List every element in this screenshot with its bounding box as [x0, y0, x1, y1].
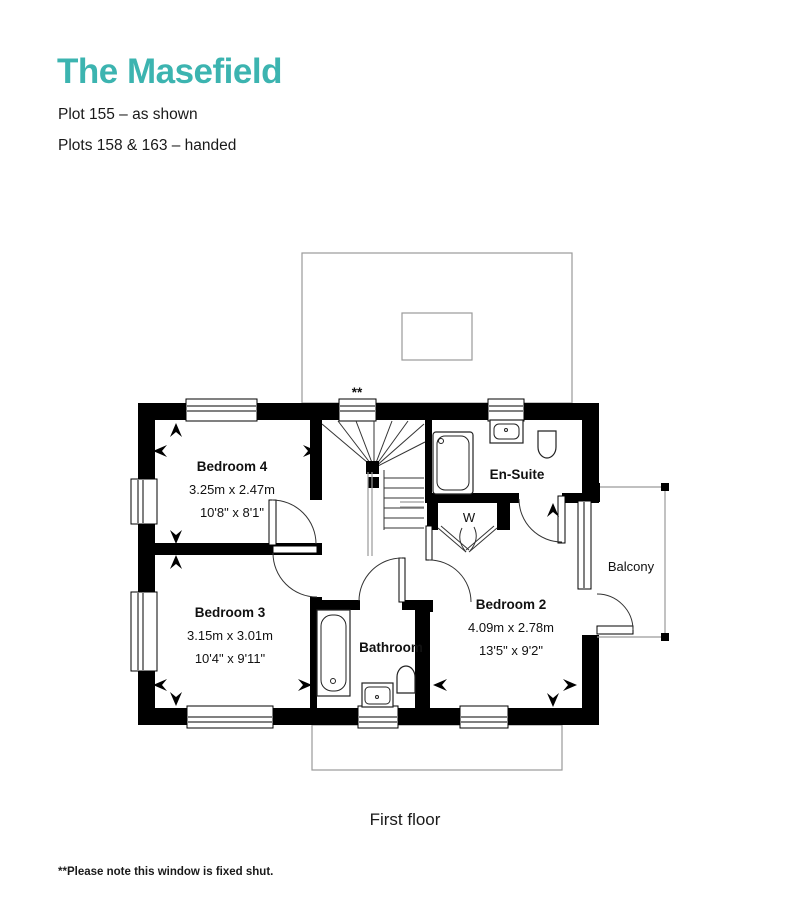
fixed-window-marker: ** [352, 385, 363, 400]
floor-name-label: First floor [369, 810, 441, 829]
balcony-label: Balcony [608, 559, 655, 574]
lower-floor-outline [311, 724, 563, 771]
bedroom4-imperial: 10'8" x 8'1" [200, 505, 264, 520]
doors [268, 495, 634, 635]
fixed-window-footnote: **Please note this window is fixed shut. [58, 866, 274, 878]
bedroom4-metric: 3.25m x 2.47m [189, 482, 275, 497]
staircase [321, 420, 426, 556]
dimension-arrows [153, 423, 577, 707]
plot-handed-line: Plots 158 & 163 – handed [58, 137, 237, 154]
bathroom-sink-icon [361, 682, 394, 708]
roof-outline [301, 252, 573, 404]
walls [138, 403, 600, 725]
bedroom2-label: Bedroom 2 [476, 597, 547, 612]
bathroom-label: Bathroom [359, 640, 423, 655]
ensuite-toilet-icon [537, 430, 557, 459]
bedroom3-imperial: 10'4" x 9'11" [195, 651, 266, 666]
bedroom3-metric: 3.15m x 3.01m [187, 628, 273, 643]
shower-icon [432, 431, 474, 495]
bedroom2-imperial: 13'5" x 9'2" [479, 643, 543, 658]
balcony-outline [597, 483, 669, 641]
windows [130, 398, 592, 729]
ensuite-sink-icon [489, 419, 524, 444]
bedroom4-label: Bedroom 4 [197, 459, 268, 474]
page-title: The Masefield [57, 52, 282, 91]
plot-as-shown-line: Plot 155 – as shown [58, 106, 198, 123]
wardrobe-bifold-doors [437, 525, 498, 553]
bathroom-toilet-icon [396, 665, 416, 694]
bathtub-icon [316, 609, 351, 697]
bedroom2-metric: 4.09m x 2.78m [468, 620, 554, 635]
wardrobe-label: W [463, 510, 476, 525]
ensuite-label: En-Suite [490, 467, 545, 482]
bedroom3-label: Bedroom 3 [195, 605, 266, 620]
